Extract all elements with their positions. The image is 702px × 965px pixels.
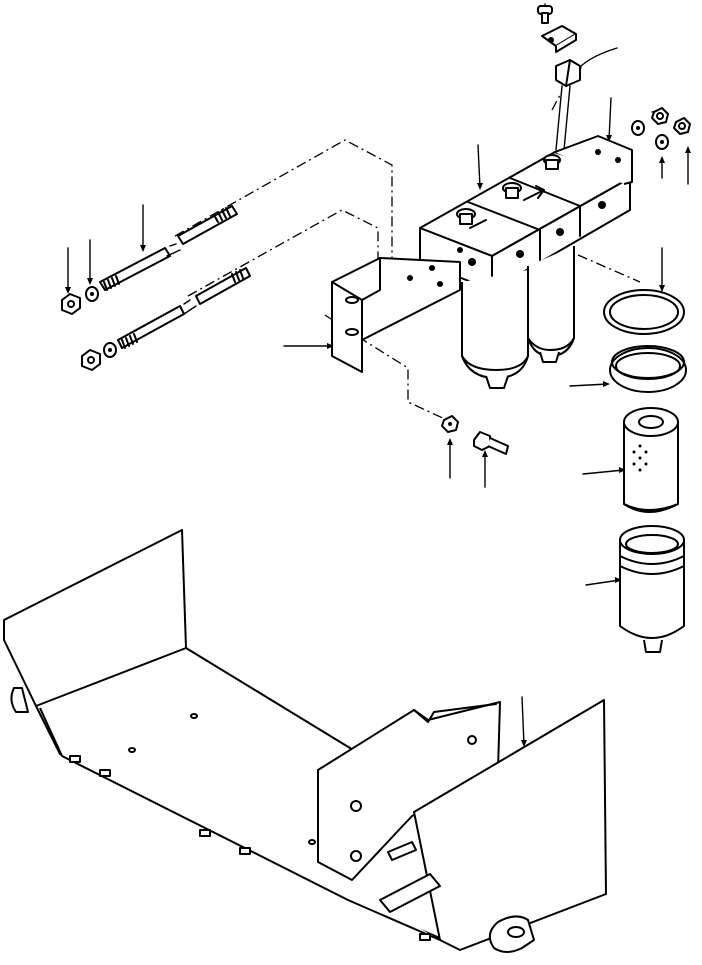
o-ring-icon bbox=[609, 345, 687, 393]
mounting-tray-icon bbox=[3, 529, 607, 953]
callout-leader bbox=[575, 47, 618, 73]
callout-leader bbox=[65, 239, 93, 294]
mounting-bracket-icon bbox=[331, 257, 461, 373]
nut-washer-icon bbox=[61, 286, 117, 371]
callout-leader bbox=[659, 247, 665, 292]
seal-ring-icon bbox=[603, 289, 685, 335]
callout-leader bbox=[606, 97, 612, 142]
hose-clip-icon bbox=[555, 59, 581, 151]
callout-leader bbox=[582, 467, 626, 475]
hex-bolt-icon bbox=[441, 415, 509, 455]
long-stud-bolt-icon bbox=[99, 205, 238, 291]
filter-canister-icon bbox=[619, 525, 685, 653]
filter-element-icon bbox=[623, 407, 679, 513]
callout-leader bbox=[477, 144, 483, 190]
callout-leader bbox=[283, 343, 334, 349]
filter-bowl-icon bbox=[461, 246, 575, 389]
clamp-bracket-icon bbox=[541, 25, 577, 53]
right-nut-washer-icon bbox=[631, 107, 691, 150]
callout-leader bbox=[521, 696, 527, 747]
callout-leader bbox=[140, 204, 146, 252]
callout-leader bbox=[447, 438, 488, 488]
top-bolt-icon bbox=[537, 5, 553, 24]
callout-leader bbox=[585, 577, 622, 586]
lower-stud-bolt-icon bbox=[117, 267, 251, 349]
callout-leader bbox=[569, 381, 610, 387]
filter-head-block-icon bbox=[419, 135, 633, 291]
